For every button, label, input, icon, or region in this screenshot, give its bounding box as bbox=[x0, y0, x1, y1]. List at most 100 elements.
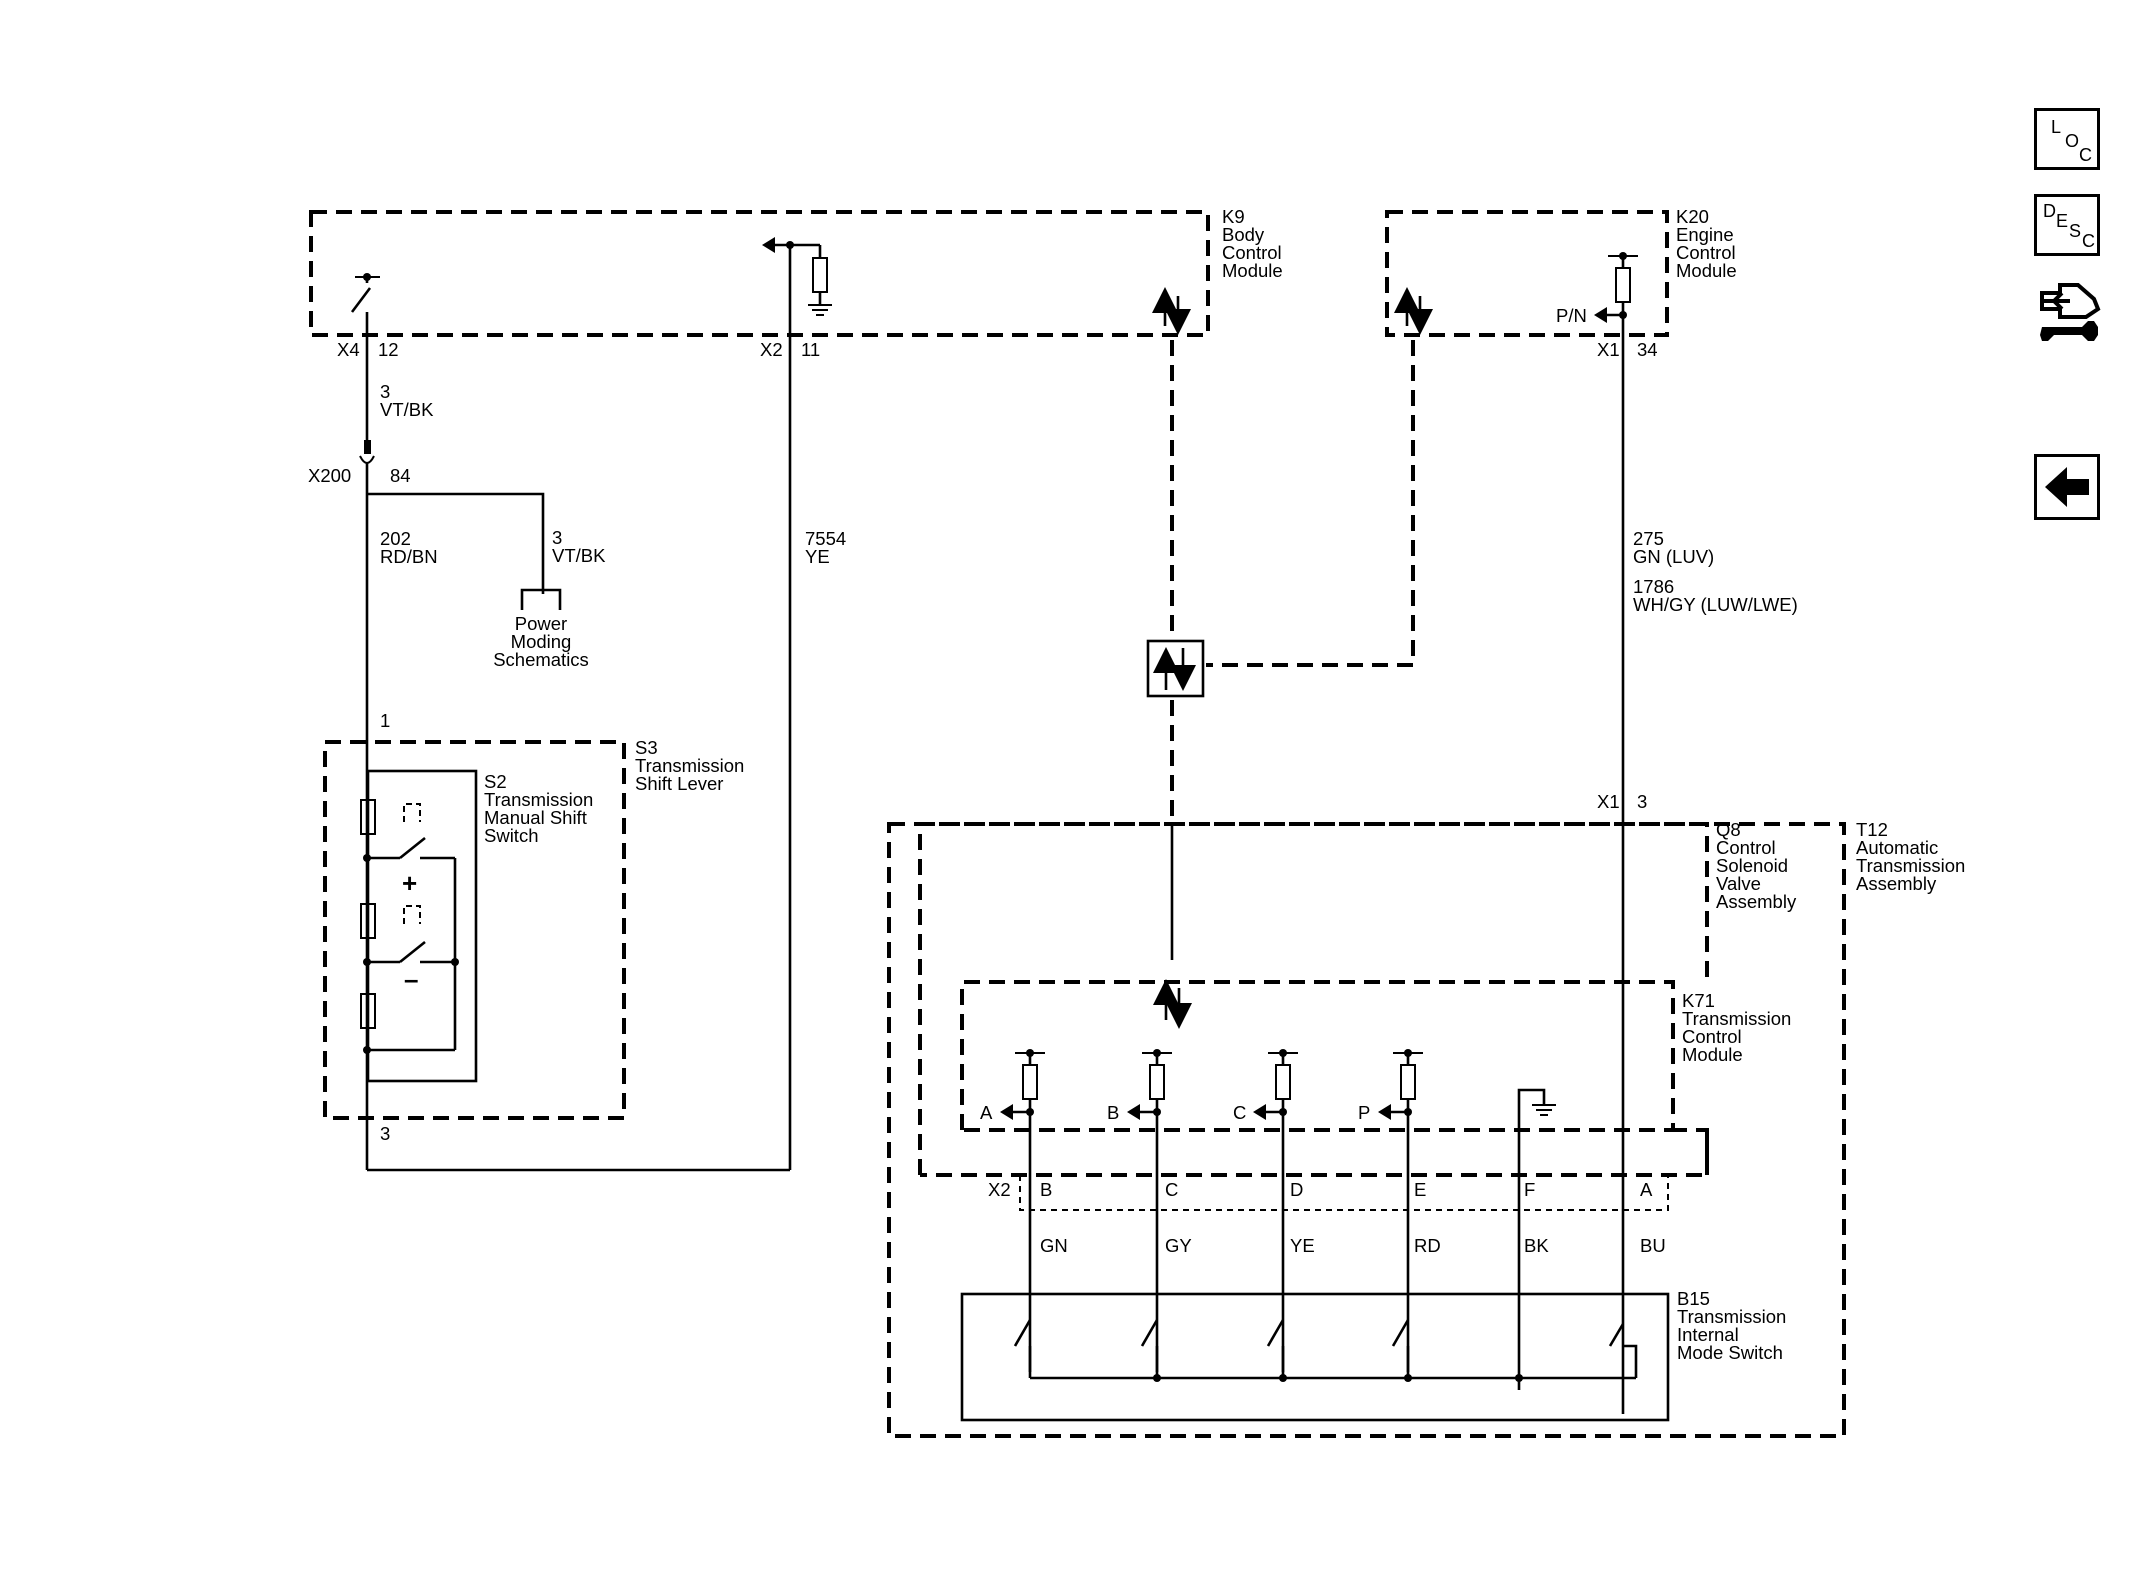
wire-2-circuit: 202 bbox=[380, 528, 411, 549]
k20-name-2: Control bbox=[1676, 242, 1736, 263]
k71-name-2: Control bbox=[1682, 1026, 1742, 1047]
power-moding-ref-symbol bbox=[520, 588, 562, 610]
desc-letter-d: D bbox=[2043, 201, 2056, 221]
b15-wire-color-6: BU bbox=[1640, 1235, 1666, 1256]
s3-pin-top-label: 1 bbox=[380, 710, 390, 731]
k71-name-3: Module bbox=[1682, 1044, 1743, 1065]
k20-name-1: Engine bbox=[1676, 224, 1734, 245]
connector-wrench-button[interactable] bbox=[2036, 275, 2102, 351]
k71-input-p-symbol bbox=[1378, 1049, 1423, 1372]
s3-name-1: Transmission bbox=[635, 755, 744, 776]
k71-name-1: Transmission bbox=[1682, 1008, 1791, 1029]
s2-name-3: Switch bbox=[484, 825, 539, 846]
b15-wire-color-5: BK bbox=[1524, 1235, 1549, 1256]
signal-c-label: C bbox=[1233, 1102, 1246, 1123]
k9-input-resistor-symbol bbox=[762, 237, 832, 1170]
power-moding-wire bbox=[367, 492, 545, 594]
loc-button[interactable]: L O C bbox=[2034, 108, 2100, 170]
serial-data-splice-icon bbox=[1146, 639, 1205, 698]
connector-wrench-icon bbox=[2040, 283, 2101, 341]
k9-module-box bbox=[309, 210, 1210, 337]
desc-letter-c: C bbox=[2082, 231, 2095, 251]
loc-letter-c: C bbox=[2079, 145, 2092, 165]
s2-minus-label: – bbox=[404, 964, 418, 994]
k9-switch-symbol bbox=[350, 273, 380, 440]
k20-serial-data-icon bbox=[1394, 287, 1433, 335]
power-moding-line-3: Schematics bbox=[493, 649, 589, 670]
x1-k20-pin-label: 34 bbox=[1637, 339, 1658, 360]
k9-name-3: Module bbox=[1222, 260, 1283, 281]
q8-name-1: Control bbox=[1716, 837, 1776, 858]
k9-name-1: Body bbox=[1222, 224, 1265, 245]
desc-letter-e: E bbox=[2056, 211, 2069, 231]
pn-signal-label: P/N bbox=[1556, 305, 1587, 326]
x2-k9-connector-label: X2 bbox=[760, 339, 783, 360]
k71-input-c-symbol bbox=[1253, 1049, 1298, 1372]
wire-5-color: GN (LUV) bbox=[1633, 546, 1714, 567]
k71-ref: K71 bbox=[1682, 990, 1715, 1011]
s3-ref: S3 bbox=[635, 737, 658, 758]
b15-ref: B15 bbox=[1677, 1288, 1710, 1309]
x200-pin-label: 84 bbox=[390, 465, 411, 486]
s3-pin-bottom-label: 3 bbox=[380, 1123, 390, 1144]
serial-data-k20-down bbox=[1206, 340, 1415, 667]
s2-switch-box bbox=[366, 769, 478, 1083]
back-button[interactable] bbox=[2034, 454, 2100, 520]
t12-name-3: Assembly bbox=[1856, 873, 1937, 894]
b15-wire-color-1: GN bbox=[1040, 1235, 1068, 1256]
x200-connector-label: X200 bbox=[308, 465, 351, 486]
s2-plus-label: + bbox=[402, 868, 417, 898]
k20-pull-up-resistor-symbol bbox=[1594, 252, 1638, 1414]
k9-ref: K9 bbox=[1222, 206, 1245, 227]
x2-pin-b: B bbox=[1040, 1179, 1052, 1200]
q8-name-3: Valve bbox=[1716, 873, 1761, 894]
k20-name-3: Module bbox=[1676, 260, 1737, 281]
t12-assembly-box bbox=[887, 822, 1846, 1438]
x2-k9-pin-label: 11 bbox=[801, 339, 820, 360]
x2-pin-d: D bbox=[1290, 1179, 1303, 1200]
wire-4-color: YE bbox=[805, 546, 830, 567]
left-arrow-icon bbox=[2045, 467, 2089, 507]
x2-connector-outline bbox=[1019, 1175, 1669, 1211]
k20-module-box bbox=[1385, 210, 1669, 337]
wire-1-circuit: 3 bbox=[380, 381, 390, 402]
b15-mode-switch-box bbox=[960, 1292, 1670, 1422]
power-moding-line-1: Power bbox=[515, 613, 567, 634]
wire-5-circuit: 275 bbox=[1633, 528, 1664, 549]
q8-name-2: Solenoid bbox=[1716, 855, 1788, 876]
wire-2-color: RD/BN bbox=[380, 546, 438, 567]
loc-letter-o: O bbox=[2065, 131, 2080, 151]
x1-k20-connector-label: X1 bbox=[1597, 339, 1620, 360]
k71-serial-data-icon bbox=[1153, 979, 1192, 1029]
b15-name-3: Mode Switch bbox=[1677, 1342, 1783, 1363]
q8-name-4: Assembly bbox=[1716, 891, 1797, 912]
t12-name-1: Automatic bbox=[1856, 837, 1938, 858]
power-moding-line-2: Moding bbox=[511, 631, 572, 652]
desc-letter-s: S bbox=[2069, 221, 2082, 241]
x4-pin-label: 12 bbox=[378, 339, 399, 360]
signal-a-label: A bbox=[980, 1102, 993, 1123]
wire-6-color: WH/GY (LUW/LWE) bbox=[1633, 594, 1798, 615]
k71-module-box bbox=[960, 980, 1675, 1132]
k71-ground-symbol bbox=[1517, 1088, 1556, 1390]
s2-ref: S2 bbox=[484, 771, 507, 792]
x2-pin-e: E bbox=[1414, 1179, 1426, 1200]
b15-wire-color-4: RD bbox=[1414, 1235, 1441, 1256]
loc-letter-l: L bbox=[2051, 117, 2062, 137]
x1-t12-connector-label: X1 bbox=[1597, 791, 1620, 812]
x200-inline-connector-symbol bbox=[359, 440, 375, 1170]
wire-1-color: VT/BK bbox=[380, 399, 434, 420]
q8-valve-box bbox=[918, 822, 1709, 1177]
signal-b-label: B bbox=[1107, 1102, 1119, 1123]
wire-3-circuit: 3 bbox=[552, 527, 562, 548]
k9-serial-data-icon bbox=[1152, 287, 1191, 335]
s3-shift-lever-box bbox=[323, 740, 626, 1120]
k20-ref: K20 bbox=[1676, 206, 1709, 227]
desc-button[interactable]: D E S C bbox=[2034, 194, 2100, 256]
s2-name-1: Transmission bbox=[484, 789, 593, 810]
wire-6-circuit: 1786 bbox=[1633, 576, 1674, 597]
t12-name-2: Transmission bbox=[1856, 855, 1965, 876]
b15-switch-contacts bbox=[1013, 1319, 1638, 1382]
k71-input-b-symbol bbox=[1127, 1049, 1172, 1372]
